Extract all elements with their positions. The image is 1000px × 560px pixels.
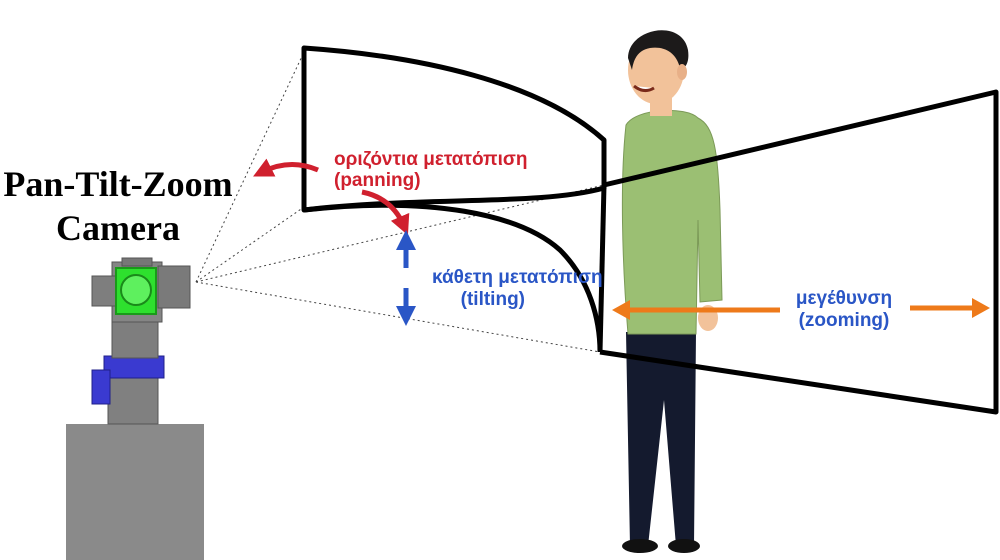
zooming-arrow-right — [910, 298, 990, 318]
zoom-frame-left-edge — [597, 184, 607, 353]
zooming-label-english: (zooming) — [799, 310, 890, 331]
camera-blue-base — [103, 355, 165, 379]
panning-label-greek: οριζόντια μετατόπιση — [334, 149, 527, 170]
person-shoe-left — [622, 539, 658, 553]
tilting-label-english: (tilting) — [461, 289, 525, 310]
person-shoe-right — [668, 539, 700, 553]
person-smile — [633, 84, 655, 93]
person-pants — [626, 332, 696, 546]
camera-blue-side — [91, 369, 111, 405]
person-ear — [677, 64, 687, 80]
zooming-arrow-left — [612, 300, 780, 320]
ptz-camera — [91, 257, 191, 425]
panning-label-english: (panning) — [334, 170, 421, 191]
camera-side-arm — [157, 265, 191, 309]
camera-neck — [111, 317, 159, 359]
camera-pedestal — [66, 424, 204, 560]
camera-title-line2: Camera — [56, 208, 180, 248]
tilting-label-greek: κάθετη μετατόπιση — [432, 267, 603, 288]
panning-arrow-down — [361, 189, 410, 236]
camera-lens-icon — [120, 274, 152, 306]
zoom-view-frame — [599, 89, 999, 415]
pan-view-surface — [301, 45, 607, 213]
camera-title-line1: Pan-Tilt-Zoom — [3, 164, 232, 204]
zooming-label-greek: μεγέθυνση — [796, 288, 892, 309]
person-hair — [628, 30, 689, 71]
camera-mount-base — [107, 373, 159, 425]
person-shirt — [621, 109, 723, 335]
person-figure — [621, 30, 723, 553]
camera-top — [121, 257, 153, 267]
panning-arrow-left — [253, 158, 319, 177]
